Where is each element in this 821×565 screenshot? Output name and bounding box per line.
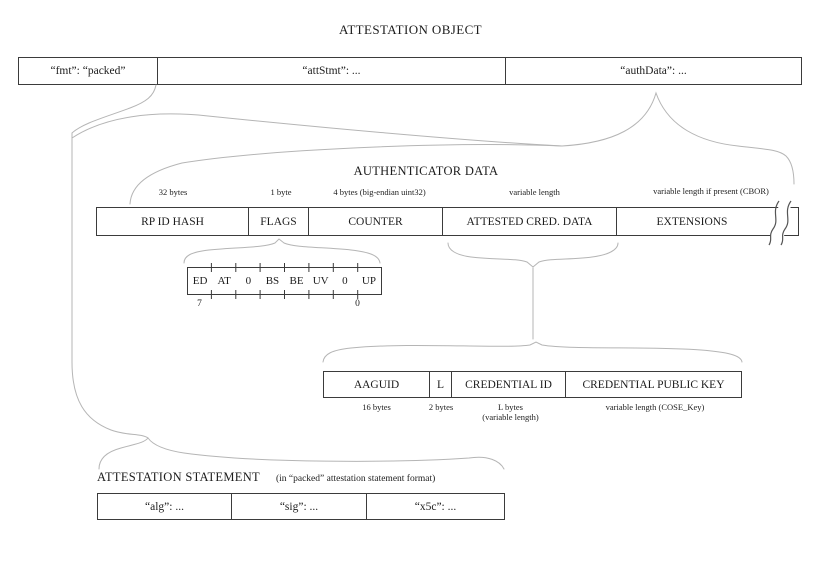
attested-cred-data-row: AAGUID L CREDENTIAL ID CREDENTIAL PUBLIC… [323, 371, 742, 398]
attestation-statement-heading: ATTESTATION STATEMENT [97, 470, 260, 484]
flags-brace [183, 238, 381, 264]
size-label-rpidhash: 32 bytes [158, 187, 188, 197]
attstmt-box: “attStmt”: ... [158, 58, 506, 84]
flags-bit-box: ED AT 0 BS BE UV 0 UP [187, 267, 382, 295]
length-box: L [430, 372, 452, 397]
alg-box: “alg”: ... [98, 494, 232, 519]
extensions-torn-continuation [767, 208, 798, 235]
bit-index-lsb: 0 [355, 299, 360, 309]
bit-zero-1: 0 [342, 275, 348, 287]
attested-cred-data-underbrace [447, 242, 619, 268]
attstmt-connector-line [71, 84, 157, 439]
attested-cred-data-box: ATTESTED CRED. DATA [443, 208, 617, 235]
size-label-credential-id: L bytes (variable length) [482, 402, 539, 423]
rp-id-hash-box: RP ID HASH [97, 208, 249, 235]
size-label-counter: 4 bytes (big-endian uint32) [333, 187, 426, 197]
bit-ed: ED [192, 275, 208, 287]
bit-uv: UV [312, 275, 329, 287]
bit-bs: BS [265, 275, 280, 287]
attestation-object-row: “fmt”: “packed” “attStmt”: ... “authData… [18, 57, 802, 85]
attestation-statement-row: “alg”: ... “sig”: ... “x5c”: ... [97, 493, 505, 520]
bit-up: UP [361, 275, 376, 287]
credential-public-key-box: CREDENTIAL PUBLIC KEY [582, 378, 725, 391]
sig-box: “sig”: ... [232, 494, 367, 519]
size-label-credential-public-key: variable length (COSE_Key) [605, 402, 705, 412]
x5c-box: “x5c”: ... [414, 500, 457, 513]
counter-box: COUNTER [309, 208, 443, 235]
aaguid-box: AAGUID [324, 372, 430, 397]
bit-zero-5: 0 [245, 275, 252, 287]
extensions-box: EXTENSIONS [656, 215, 728, 228]
authenticator-data-row: RP ID HASH FLAGS COUNTER ATTESTED CRED. … [96, 207, 799, 236]
credential-id-box: CREDENTIAL ID [452, 372, 566, 397]
page-title: ATTESTATION OBJECT [338, 22, 482, 37]
aaguid-row-brace [322, 341, 743, 363]
bit-at: AT [217, 275, 231, 287]
attestation-statement-heading-row: ATTESTATION STATEMENT (in “packed” attes… [97, 470, 435, 485]
authdata-box: “authData”: ... [620, 65, 687, 77]
flags-box: FLAGS [249, 208, 309, 235]
attestation-statement-brace [98, 437, 505, 470]
size-label-flags: 1 byte [270, 187, 292, 197]
attestation-statement-note: (in “packed” attestation statement forma… [275, 474, 436, 484]
authenticator-data-brace-upper [71, 113, 563, 147]
size-label-length: 2 bytes [428, 402, 454, 412]
size-label-extensions: variable length if present (CBOR) [653, 186, 769, 196]
bit-index-msb: 7 [197, 299, 202, 309]
fmt-box: “fmt”: “packed” [19, 58, 158, 84]
size-label-aaguid: 16 bytes [362, 402, 391, 412]
size-label-attested-cred-data: variable length [509, 187, 560, 197]
authenticator-data-heading: AUTHENTICATOR DATA [353, 164, 499, 178]
bit-be: BE [289, 275, 304, 287]
